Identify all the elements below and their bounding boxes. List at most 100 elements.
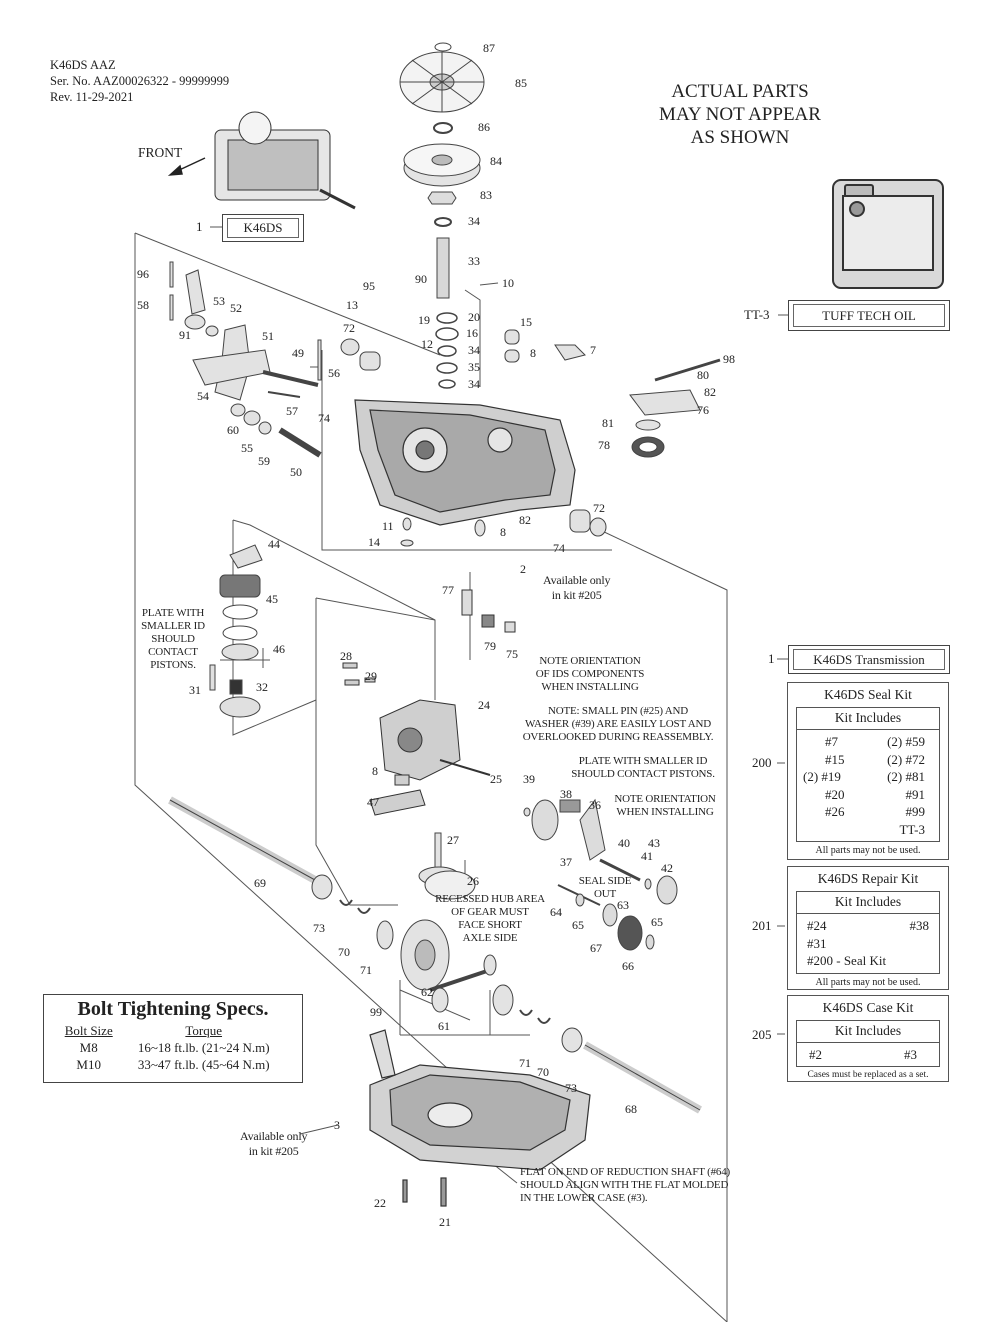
part-number-label: 69 xyxy=(254,876,266,890)
part-number-label: 75 xyxy=(506,647,518,661)
part-number-label: 27 xyxy=(447,833,459,847)
part-number-label: 24 xyxy=(478,698,490,712)
kit-item: #3 xyxy=(904,1047,917,1062)
part-number-label: 71 xyxy=(519,1056,531,1070)
part-number-label: 2 xyxy=(520,562,526,576)
part-number-label: 45 xyxy=(266,592,278,606)
repair-kit-head: Kit Includes xyxy=(797,892,939,914)
kit-item: #15 xyxy=(825,751,845,767)
oil-part-number: TT-3 xyxy=(744,307,770,322)
part-number-label: 50 xyxy=(290,465,302,479)
transmission-number: 1 xyxy=(768,651,775,666)
part-number-label: 34 xyxy=(468,214,480,228)
part-number-label: 51 xyxy=(262,329,274,343)
part-number-label: 65 xyxy=(572,918,584,932)
callout-flat-end: FLAT ON END OF REDUCTION SHAFT (#64)SHOU… xyxy=(520,1166,730,1204)
part-number-label: 66 xyxy=(622,959,634,973)
part-number-label: 71 xyxy=(360,963,372,977)
part-number-label: 47 xyxy=(367,795,379,809)
part-number-label: 55 xyxy=(241,441,253,455)
part-number-label: 41 xyxy=(641,849,653,863)
part-number-label: 38 xyxy=(560,787,572,801)
part-number-label: 36 xyxy=(589,798,601,812)
part-number-label: 13 xyxy=(346,298,358,312)
part-number-label: 53 xyxy=(213,294,225,308)
repair-kit-number: 201 xyxy=(752,918,772,933)
bolt-specs-title: Bolt Tightening Specs. xyxy=(77,998,269,1020)
oil-box[interactable]: TUFF TECH OIL xyxy=(788,300,950,331)
parts-warning: ACTUAL PARTS MAY NOT APPEAR AS SHOWN xyxy=(659,81,821,148)
part-number-label: 40 xyxy=(618,836,630,850)
kit-item: #91 xyxy=(905,786,926,802)
part-number-label: 81 xyxy=(602,416,614,430)
repair-kit-box[interactable]: K46DS Repair Kit Kit Includes #24#38 #31… xyxy=(787,866,949,990)
part-number-label: 32 xyxy=(256,680,268,694)
model-code: K46DS AAZ xyxy=(50,58,116,72)
kit-item: #2 xyxy=(809,1047,822,1062)
part-number-label: 64 xyxy=(550,905,562,919)
seal-kit-head: Kit Includes xyxy=(797,708,939,730)
part-number-label: 22 xyxy=(374,1196,386,1210)
part-number-label: 74 xyxy=(553,541,565,555)
part-number-label: 60 xyxy=(227,423,239,437)
kit-item: (2) #59 xyxy=(887,734,925,749)
part-number-label: 8 xyxy=(372,764,378,778)
part-number-label: 99 xyxy=(370,1005,382,1019)
seal-kit-box[interactable]: K46DS Seal Kit Kit Includes #7(2) #59 #1… xyxy=(787,682,949,860)
part-number-label: 14 xyxy=(368,535,380,549)
part-number-label: 77 xyxy=(442,583,454,597)
part-number-label: 15 xyxy=(520,315,532,329)
revision-date: Rev. 11-29-2021 xyxy=(50,90,134,104)
part-number-label: 57 xyxy=(286,404,298,418)
part-number-label: 76 xyxy=(697,403,709,417)
kit-item: #200 - Seal Kit xyxy=(807,953,887,968)
part-number-label: 8 xyxy=(500,525,506,539)
part-number-label: 29 xyxy=(365,669,377,683)
seal-kit-note: All parts may not be used. xyxy=(815,845,921,856)
part-number-label: 28 xyxy=(340,649,352,663)
part-number-label: 96 xyxy=(137,267,149,281)
part-number-label: 26 xyxy=(467,874,479,888)
part-number-label: 49 xyxy=(292,346,304,360)
part-number-label: 58 xyxy=(137,298,149,312)
part-number-label: 19 xyxy=(418,313,430,327)
part-number-label: 16 xyxy=(466,326,478,340)
part-number-label: 42 xyxy=(661,861,673,875)
part-number-label: 84 xyxy=(490,154,502,168)
transmission-box[interactable]: K46DS Transmission xyxy=(788,645,950,674)
case-kit-head: Kit Includes xyxy=(797,1021,939,1043)
case-kit-note: Cases must be replaced as a set. xyxy=(807,1070,929,1080)
part-number-label: 33 xyxy=(468,254,480,268)
part-number-label: 21 xyxy=(439,1215,451,1229)
part-number-label: 52 xyxy=(230,301,242,315)
part-number-label: 46 xyxy=(273,642,285,656)
part-number-label: 90 xyxy=(415,272,427,286)
kit-item: (2) #81 xyxy=(887,769,925,784)
part-number-label: 44 xyxy=(268,537,280,551)
kit-item: #24 xyxy=(807,918,827,933)
part-number-label: 73 xyxy=(565,1081,577,1095)
part-number-label: 8 xyxy=(530,346,536,360)
case-kit-box[interactable]: K46DS Case Kit Kit Includes #2 #3 Cases … xyxy=(787,995,949,1082)
part-number-label: 61 xyxy=(438,1019,450,1033)
part-number-label: 65 xyxy=(651,915,663,929)
part-number-label: 37 xyxy=(560,855,572,869)
part-number-label: 74 xyxy=(318,411,330,425)
part-number-label: 31 xyxy=(189,683,201,697)
part-number-label: 35 xyxy=(468,360,480,374)
assembly-box[interactable]: K46DS xyxy=(222,214,304,242)
part-number-label: 34 xyxy=(468,377,480,391)
part-number-label: 59 xyxy=(258,454,270,468)
front-label: FRONT xyxy=(138,145,183,160)
part-number-label: 34 xyxy=(468,343,480,357)
part-number-label: 72 xyxy=(593,501,605,515)
case-kit-number: 205 xyxy=(752,1027,772,1042)
